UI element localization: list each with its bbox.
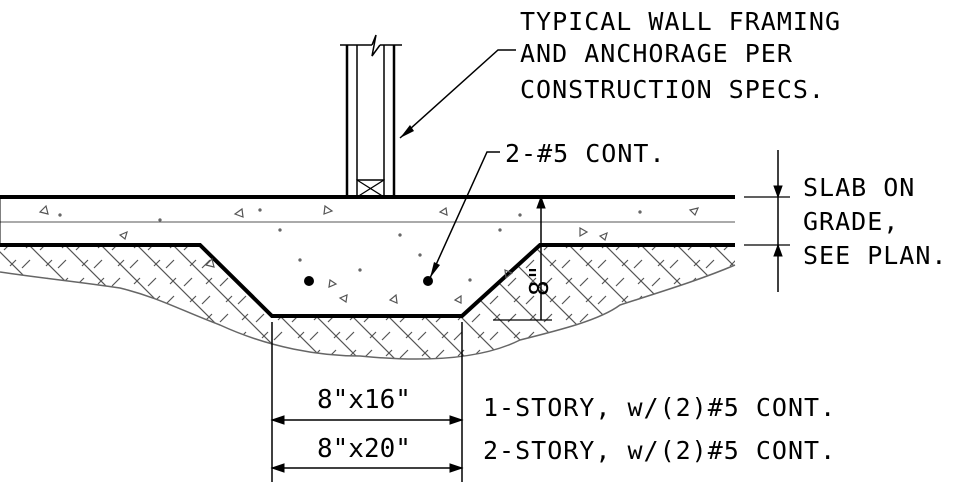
footing-size-2: 8"x20" <box>317 434 411 464</box>
rebar-left <box>304 276 314 286</box>
rebar-right <box>423 276 433 286</box>
footing-width-dimensions <box>270 322 464 482</box>
concrete-aggregate <box>38 204 700 304</box>
footing-size-1: 8"x16" <box>317 385 411 415</box>
rebar-note: 2-#5 CONT. <box>505 139 666 168</box>
rebar-leader <box>429 151 500 279</box>
wall-framing <box>340 34 402 198</box>
slab-thickness-dimension <box>744 150 790 292</box>
wall-note-line3: CONSTRUCTION SPECS. <box>520 75 825 104</box>
depth-dimension <box>493 195 552 321</box>
footing-desc-1: 1-STORY, w/(2)#5 CONT. <box>483 393 836 422</box>
slab-note-line3: SEE PLAN. <box>803 241 947 270</box>
wall-note-line1: TYPICAL WALL FRAMING <box>520 7 841 36</box>
slab-note-line1: SLAB ON <box>803 173 915 202</box>
soil-hatch <box>0 245 736 360</box>
footing-desc-2: 2-STORY, w/(2)#5 CONT. <box>483 436 836 465</box>
slab-note-line2: GRADE, <box>803 207 899 236</box>
depth-label: 8" <box>525 265 555 296</box>
wall-note-line2: AND ANCHORAGE PER <box>520 39 793 68</box>
wall-leader <box>399 49 516 139</box>
